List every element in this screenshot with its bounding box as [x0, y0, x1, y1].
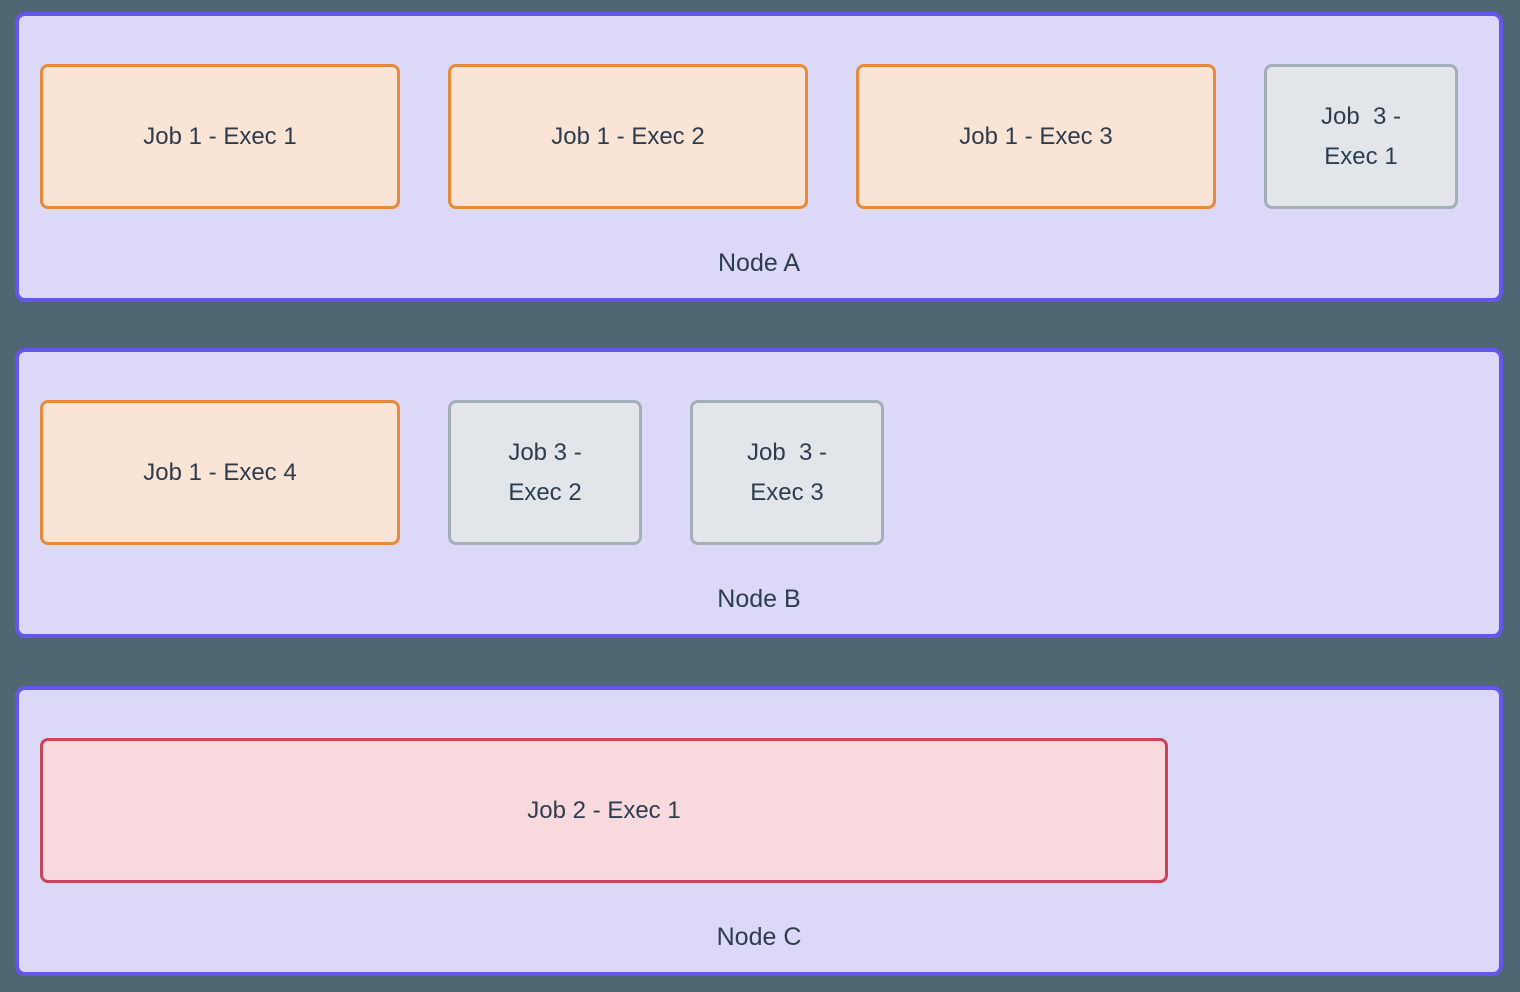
executor-job-1-exec-2: Job 1 - Exec 2	[448, 64, 808, 209]
node-b: Job 1 - Exec 4 Job 3 - Exec 2 Job 3 - Exec…	[15, 348, 1503, 638]
node-a: Job 1 - Exec 1 Job 1 - Exec 2 Job 1 - Exec…	[15, 12, 1503, 302]
node-c-label: Node C	[716, 923, 802, 951]
executor-label: Job 1 - Exec 1	[143, 122, 297, 150]
node-a-label: Node A	[717, 249, 800, 277]
executor-label: Job 1 - Exec 3	[959, 122, 1113, 150]
node-c-executor-row: Job 2 - Exec 1	[40, 738, 1168, 883]
executor-job-1-exec-4: Job 1 - Exec 4	[40, 400, 400, 545]
executor-label: Job 3 - Exec 3	[746, 438, 828, 506]
node-a-executor-row: Job 1 - Exec 1 Job 1 - Exec 2 Job 1 - Exec…	[40, 64, 1458, 209]
executor-label: Job 3 - Exec 1	[1320, 102, 1402, 170]
executor-label: Job 1 - Exec 4	[143, 458, 297, 486]
node-b-label: Node B	[717, 585, 801, 613]
node-b-executor-row: Job 1 - Exec 4 Job 3 - Exec 2 Job 3 - Exec…	[40, 400, 884, 545]
executor-label: Job 2 - Exec 1	[527, 796, 681, 824]
executor-job-3-exec-3: Job 3 - Exec 3	[690, 400, 884, 545]
executor-label: Job 1 - Exec 2	[551, 122, 705, 150]
executor-label: Job 3 - Exec 2	[508, 438, 582, 506]
executor-job-1-exec-3: Job 1 - Exec 3	[856, 64, 1216, 209]
executor-job-2-exec-1: Job 2 - Exec 1	[40, 738, 1168, 883]
executor-job-3-exec-2: Job 3 - Exec 2	[448, 400, 642, 545]
node-c: Job 2 - Exec 1 Node C	[15, 686, 1503, 976]
executor-job-3-exec-1: Job 3 - Exec 1	[1264, 64, 1458, 209]
executor-job-1-exec-1: Job 1 - Exec 1	[40, 64, 400, 209]
